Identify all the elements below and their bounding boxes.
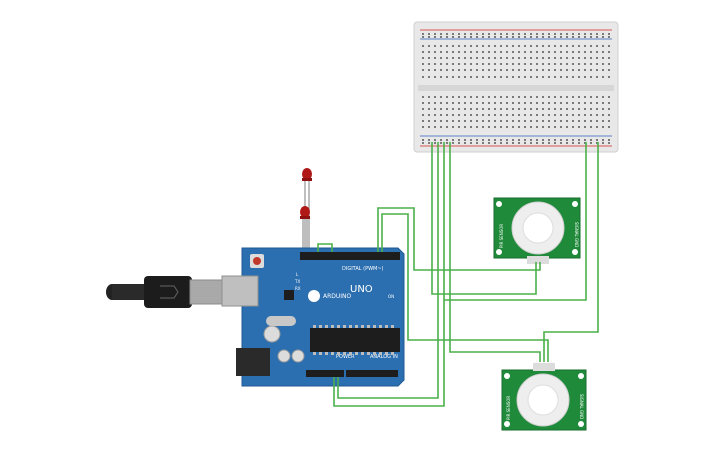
digital-header-label: DIGITAL (PWM~) bbox=[342, 266, 384, 272]
pir-2-label-right: SIGNAL GND bbox=[579, 394, 584, 419]
breadboard-holes bbox=[422, 33, 610, 144]
pir-1-label-right: SIGNAL GND bbox=[574, 222, 579, 247]
breadboard[interactable] bbox=[413, 21, 619, 153]
power-pin-header bbox=[306, 370, 344, 377]
wire-pir1-vcc bbox=[431, 142, 537, 295]
pir-1-label-left: PIR SENSOR bbox=[499, 224, 504, 248]
arduino-uno[interactable]: DIGITAL (PWM~) POWER ANALOG IN ARDUINO U… bbox=[221, 247, 405, 387]
pir-sensor-2[interactable]: PIR SENSOR SIGNAL GND bbox=[501, 363, 587, 431]
arduino-brand: ARDUINO bbox=[323, 293, 352, 300]
wire-gnd bbox=[333, 142, 445, 407]
l-label: L bbox=[296, 272, 299, 277]
wire-pir2-signal bbox=[381, 213, 549, 362]
atmega-chip bbox=[310, 328, 400, 352]
chip-pins bbox=[313, 325, 394, 355]
wire-led-gnd bbox=[317, 243, 333, 252]
analog-pin-header bbox=[346, 370, 398, 377]
pir-sensor-1[interactable]: PIR SENSOR SIGNAL GND bbox=[493, 197, 581, 264]
wire-rail-a bbox=[444, 142, 587, 301]
wire-pir2-gnd bbox=[449, 142, 541, 362]
pir-2-label-left: PIR SENSOR bbox=[506, 396, 511, 420]
analog-header-label: ANALOG IN bbox=[370, 354, 398, 360]
power-header-label: POWER bbox=[336, 354, 355, 360]
led-2[interactable] bbox=[300, 206, 310, 252]
power-jack bbox=[236, 348, 270, 376]
arduino-logo-icon bbox=[308, 290, 320, 302]
arduino-model: UNO bbox=[350, 284, 373, 295]
wire-5v bbox=[337, 142, 439, 399]
on-label: ON bbox=[388, 294, 394, 299]
usb-port bbox=[221, 275, 259, 307]
digital-header bbox=[300, 252, 400, 260]
wire-rail-b bbox=[543, 142, 599, 362]
rx-label: RX bbox=[295, 286, 301, 291]
tx-label: TX bbox=[294, 279, 300, 284]
wire-pir1-signal bbox=[377, 207, 541, 271]
usb-cable[interactable] bbox=[106, 276, 223, 308]
wires bbox=[317, 142, 599, 407]
